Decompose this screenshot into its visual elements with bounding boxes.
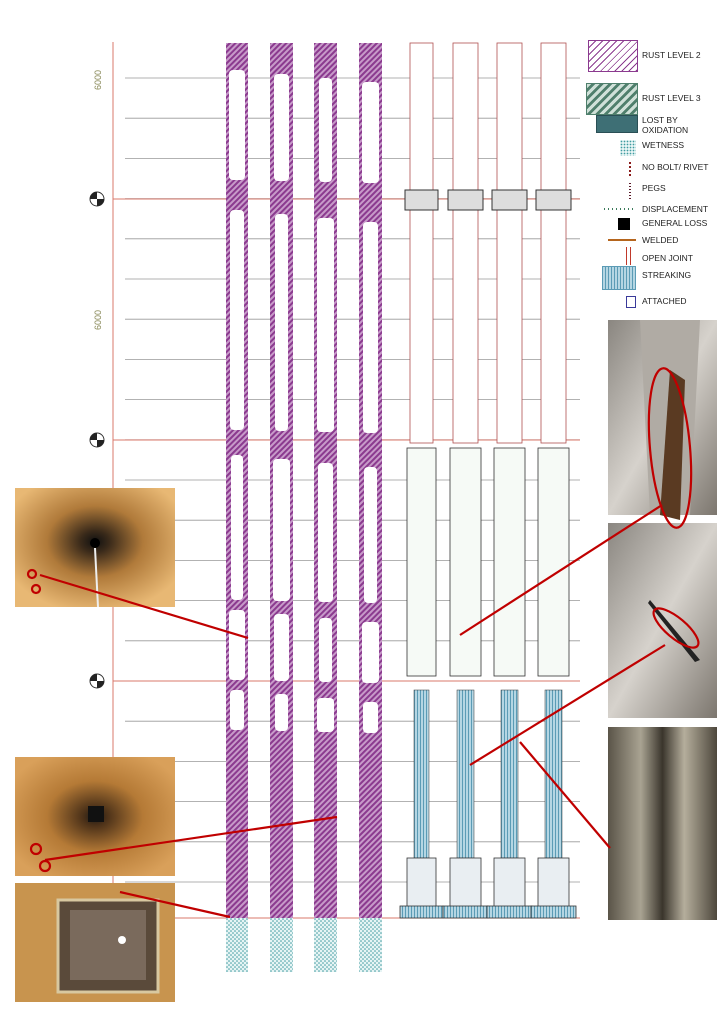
legend-label: WETNESS: [642, 140, 685, 150]
legend-label: GENERAL LOSS: [642, 218, 708, 228]
rust-free-area: [363, 222, 378, 433]
legend-item: WETNESS: [582, 140, 722, 170]
rust-free-area: [275, 694, 288, 731]
rust-level-2-icon: [588, 40, 638, 72]
rust-free-area: [319, 78, 332, 182]
photo-tube-interior-2[interactable]: [15, 757, 175, 876]
legend-item: STREAKING: [582, 266, 722, 300]
legend-label: LOST BY OXIDATION: [642, 115, 689, 135]
legend-label: WELDED: [642, 235, 679, 245]
legend-label: NO BOLT/ RIVET: [642, 162, 709, 172]
column-base: [442, 905, 489, 919]
legend-label: ATTACHED: [642, 296, 687, 306]
rust-free-area: [318, 463, 333, 602]
column-pedestal: [449, 857, 482, 909]
column-pedestal: [493, 857, 526, 909]
column-middle: [493, 447, 526, 677]
photo-beam-corrosion[interactable]: [608, 320, 717, 520]
legend-label: DISPLACEMENT: [642, 204, 709, 214]
rust-free-area: [274, 614, 289, 681]
open-joint-icon: [626, 247, 632, 265]
rust-free-area: [364, 467, 377, 603]
column-pedestal: [537, 857, 570, 909]
rust-free-area: [229, 610, 245, 680]
wetness-icon: [620, 140, 636, 156]
legend-item: DISPLACEMENT: [582, 204, 722, 234]
column-middle: [449, 447, 482, 677]
legend-item: PEGS: [582, 183, 722, 213]
wetness-base: [314, 918, 337, 972]
rust-free-area: [317, 698, 334, 732]
no-bolt-rivet-icon: [629, 162, 631, 178]
legend-item: WELDED: [582, 235, 722, 265]
column-middle: [537, 447, 570, 677]
legend-item: LOST BY OXIDATION: [582, 115, 722, 145]
column-streaking: [413, 689, 430, 859]
column-middle: [406, 447, 437, 677]
rust-free-area: [274, 74, 289, 181]
datum-icon-fill: [90, 433, 104, 447]
rust-free-area: [230, 690, 244, 730]
wetness-base: [270, 918, 293, 972]
rust-free-area: [317, 218, 334, 432]
rust-map-columns: [226, 43, 382, 972]
datum-icon-fill: [90, 674, 104, 688]
column-upper: [540, 42, 567, 444]
rust-level-3-icon: [586, 83, 638, 115]
legend-label: RUST LEVEL 3: [642, 93, 701, 103]
column-joint: [447, 189, 484, 211]
column-joint: [491, 189, 528, 211]
photo-tube-base[interactable]: [15, 883, 175, 1002]
rust-free-area: [231, 455, 243, 600]
rust-free-area: [362, 82, 379, 183]
rust-free-area: [229, 70, 245, 180]
column-base: [486, 905, 533, 919]
column-streaking: [456, 689, 475, 859]
rust-free-area: [230, 210, 244, 430]
photo-tube-interior-1[interactable]: [15, 488, 175, 608]
rust-free-area: [275, 214, 288, 431]
streaking-icon: [602, 266, 636, 290]
wetness-base: [226, 918, 248, 972]
column-upper: [409, 42, 434, 444]
welded-icon: [608, 239, 636, 241]
callout-leaders: [26, 367, 700, 919]
general-loss-icon: [618, 218, 630, 230]
legend-item: ATTACHED: [582, 296, 722, 326]
legend-item: RUST LEVEL 3: [582, 83, 722, 115]
rust-free-area: [319, 618, 332, 682]
column-pedestal: [406, 857, 437, 909]
legend-label: RUST LEVEL 2: [642, 50, 701, 60]
attached-icon: [626, 296, 636, 308]
axis-label-middle: 6000: [93, 309, 103, 330]
rust-free-area: [363, 702, 378, 733]
legend-item: NO BOLT/ RIVET: [582, 162, 722, 192]
column-upper: [452, 42, 479, 444]
column-base: [530, 905, 577, 919]
column-upper: [496, 42, 523, 444]
legend-label: STREAKING: [642, 270, 692, 280]
pegs-icon: [629, 183, 631, 199]
photo-beam-crack[interactable]: [608, 523, 717, 718]
column-base: [399, 905, 444, 919]
datum-icon-fill: [90, 192, 104, 206]
datum-markers: [89, 191, 105, 689]
legend-item: GENERAL LOSS: [582, 218, 722, 248]
legend-label: OPEN JOINT: [642, 253, 694, 263]
photo-column-streaking[interactable]: [608, 727, 717, 920]
rust-free-area: [273, 459, 290, 601]
legend-item: OPEN JOINT: [582, 247, 722, 283]
legend-item: RUST LEVEL 2: [582, 40, 722, 72]
column-streaking: [500, 689, 519, 859]
column-joint: [535, 189, 572, 211]
column-joint: [404, 189, 439, 211]
legend-label: PEGS: [642, 183, 666, 193]
lost-by-oxidation-icon: [596, 115, 638, 133]
elevation-columns: [399, 42, 577, 919]
axis-label-top: 6000: [93, 69, 103, 90]
displacement-icon: [604, 208, 636, 210]
rust-free-area: [362, 622, 379, 683]
wetness-base: [359, 918, 382, 972]
